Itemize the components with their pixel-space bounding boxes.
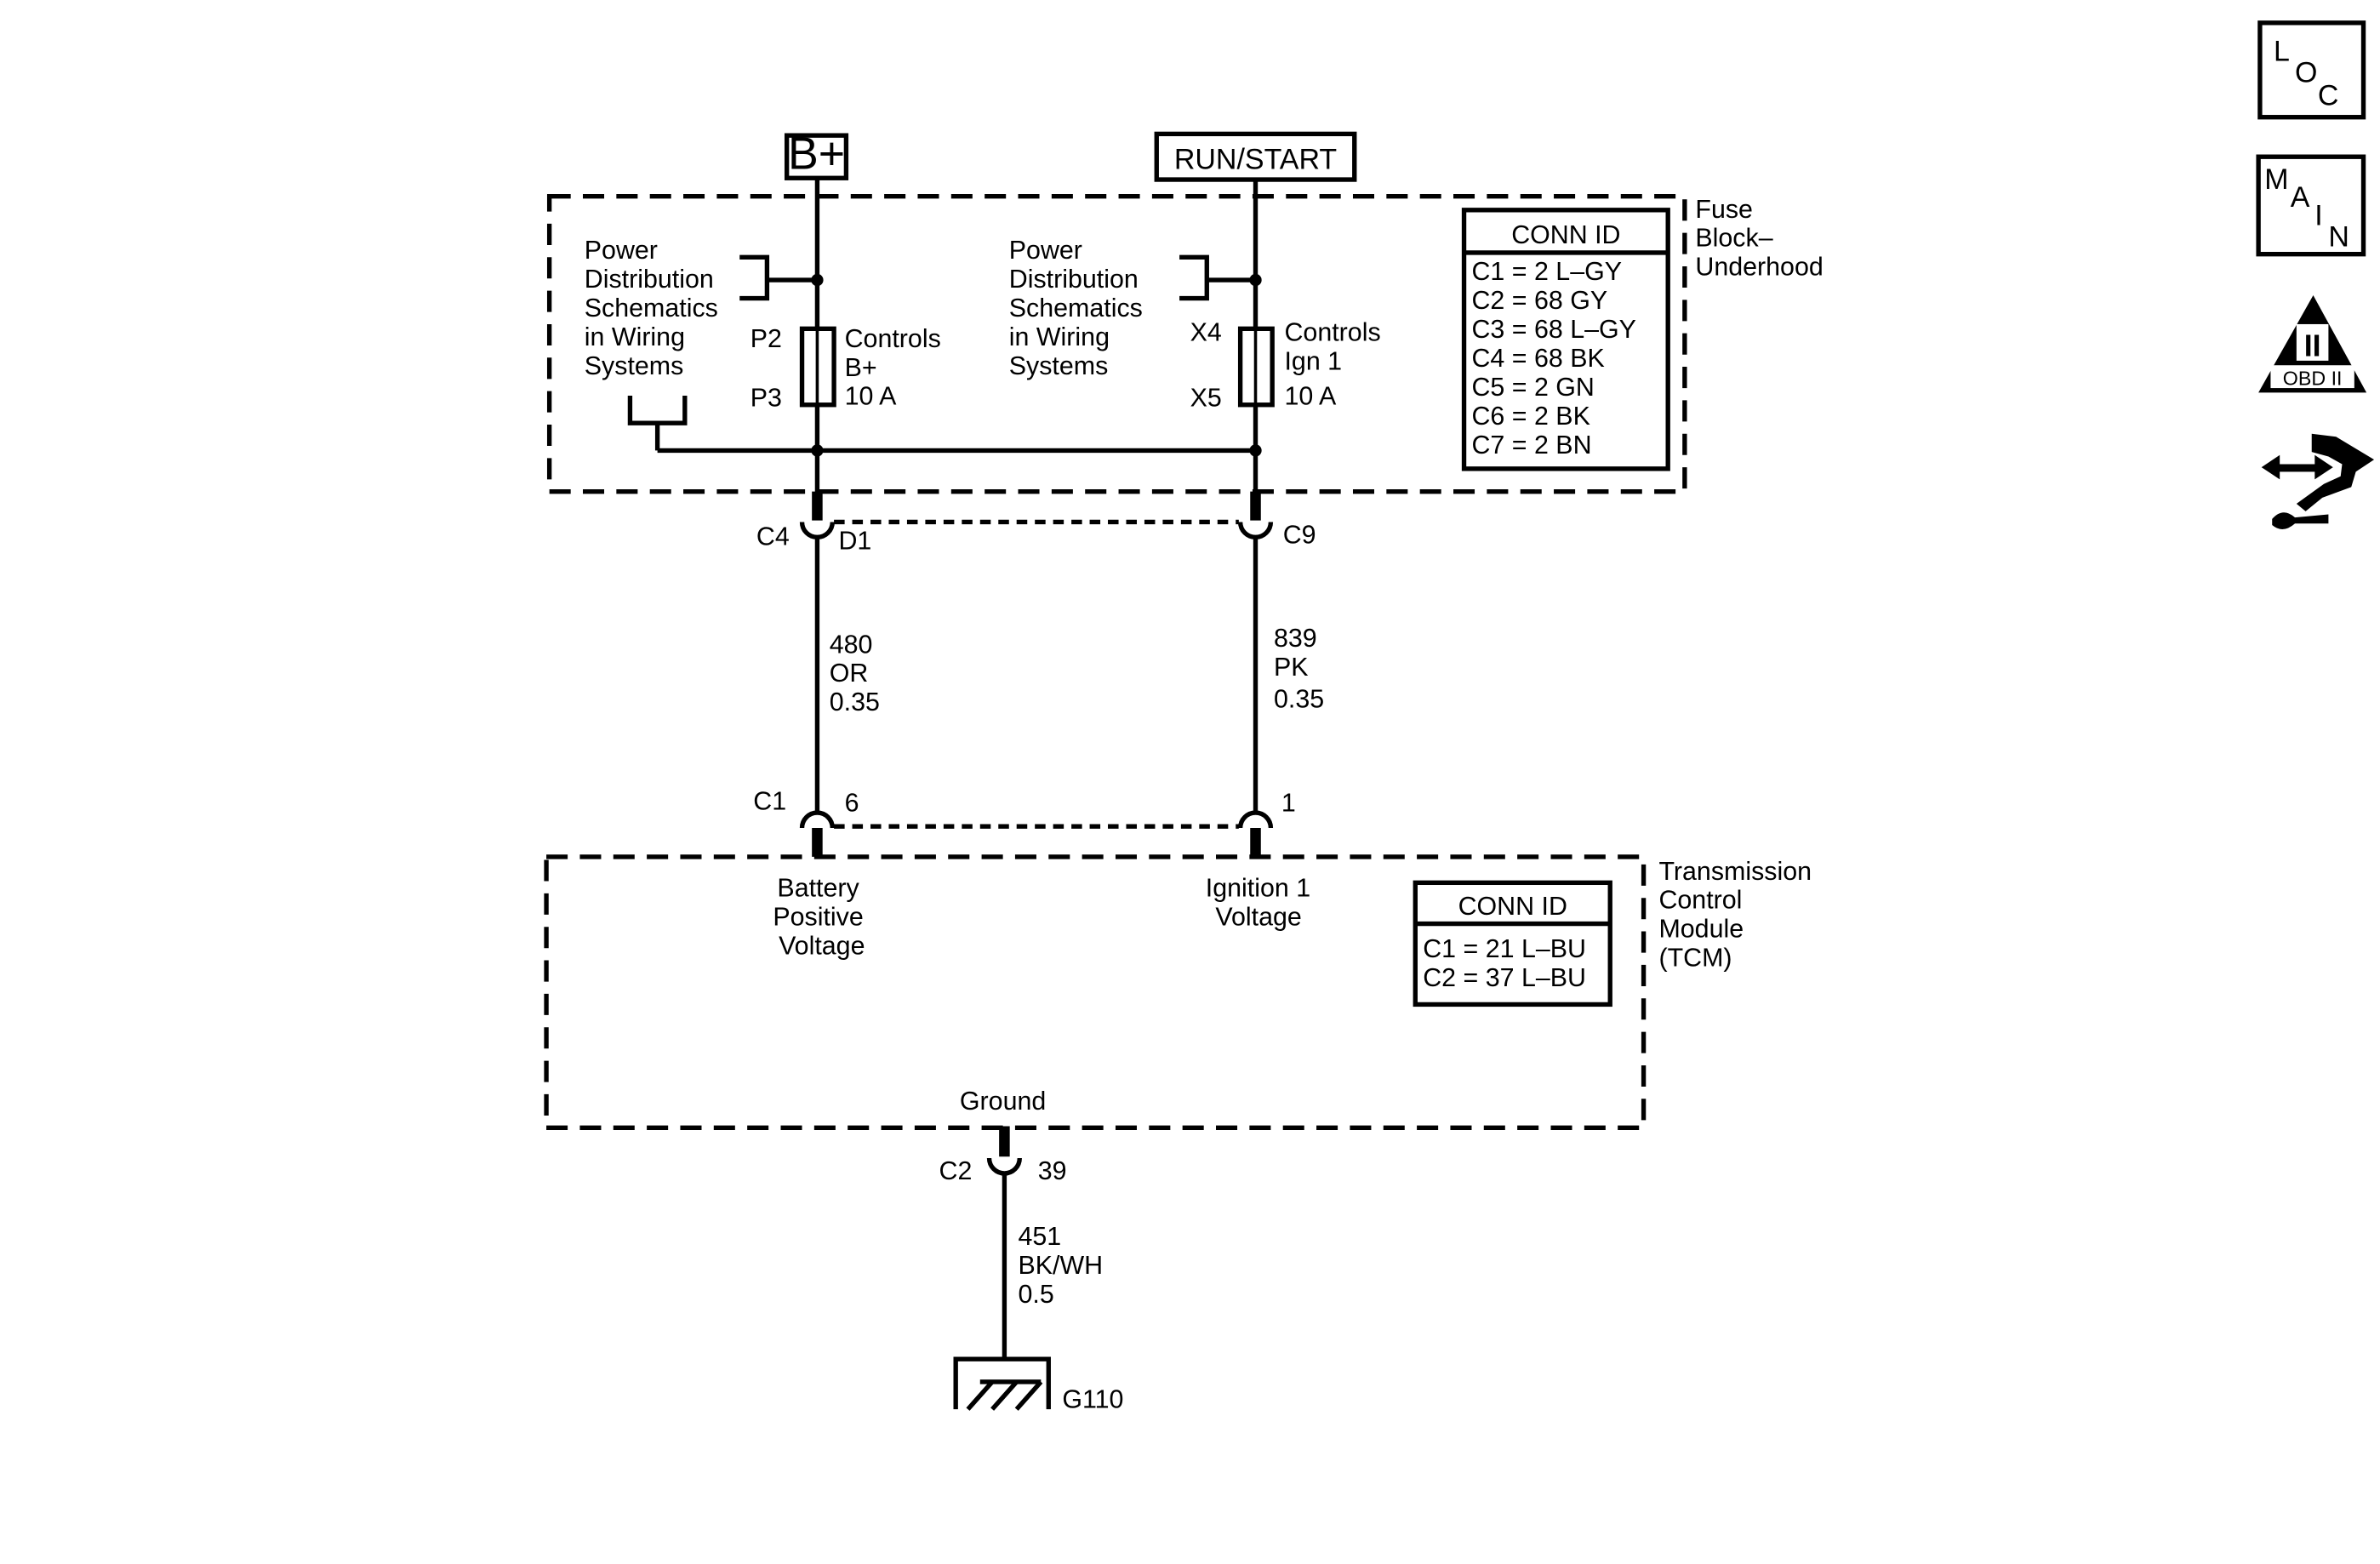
svg-text:C: C <box>2318 79 2339 111</box>
loc-button-icon[interactable]: L O C <box>2257 20 2366 120</box>
wire-right-label: 839 PK 0.35 <box>1274 624 1324 714</box>
left-ref-text: Power Distribution Schematics in Wiring … <box>585 236 726 380</box>
ground-symbol-icon <box>953 1356 1051 1411</box>
tcm-ground-label: Ground <box>960 1087 1046 1116</box>
fuse-b-pin-bottom: P3 <box>751 384 782 413</box>
bplus-label: B+ <box>788 128 845 180</box>
svg-text:A: A <box>2291 181 2310 214</box>
svg-text:C1 = 21 L–BU C2 = 37 L: C1 = 21 L–BU C2 = 37 L–BU <box>1423 934 1593 992</box>
splice-dots <box>811 273 1262 457</box>
svg-text:I: I <box>2314 200 2322 232</box>
battery-voltage-label: Battery Positive Voltage <box>773 873 870 960</box>
run-start-label: RUN/START <box>1174 144 1337 176</box>
wire-ground-label: 451 BK/WH 0.5 <box>1019 1222 1110 1309</box>
ground-point-label: G110 <box>1062 1384 1123 1413</box>
svg-text:OBD II: OBD II <box>2283 367 2343 389</box>
fuse-conn-right: C9 <box>1283 520 1316 549</box>
ground-pin: 39 <box>1038 1156 1067 1185</box>
ground-connector <box>986 1126 1022 1360</box>
main-button-icon[interactable]: M A I N <box>2256 154 2366 257</box>
fuse-block-connectors <box>799 491 1274 812</box>
tcm-pin-left: 6 <box>845 788 859 817</box>
ground-conn-c2: C2 <box>939 1156 973 1185</box>
left-ref-bracket <box>627 254 818 451</box>
fuse-block-conn-id-table: CONN ID C1 = 2 L–GY C2 = 68 GY C3 = 68 L… <box>1461 208 1670 471</box>
svg-text:L: L <box>2274 36 2290 68</box>
right-ref-bracket <box>1179 254 1256 301</box>
tcm-conn-id-table: CONN ID C1 = 21 L–BU C2 = 37 L–BU <box>1413 880 1612 1007</box>
svg-text:M: M <box>2264 163 2288 196</box>
fuse-ign-pin-bottom: X5 <box>1190 384 1222 413</box>
svg-text:CONN ID: CONN ID <box>1458 892 1567 921</box>
fuse-block-title: Fuse Block– Underhood <box>1695 195 1823 282</box>
fuse-ign-label: Controls Ign 1 10 A <box>1284 318 1388 411</box>
fuse-ign-pin-top: X4 <box>1190 318 1222 347</box>
tcm-conn-c1: C1 <box>753 786 786 815</box>
svg-text:C1 = 2 L–GY C2 = 68 GY: C1 = 2 L–GY C2 = 68 GY C3 = 68 L–GY C4 =… <box>1471 257 1643 459</box>
svg-text:II: II <box>2304 329 2321 363</box>
wire-left-label: 480 OR 0.35 <box>830 630 880 716</box>
obd-ii-icon[interactable]: II OBD II <box>2258 294 2367 393</box>
service-procedure-icon[interactable] <box>2261 433 2375 529</box>
fuse-conn-left: C4 <box>756 522 790 551</box>
fuse-b-pin-top: P2 <box>751 324 782 353</box>
svg-text:N: N <box>2328 221 2349 254</box>
fuse-b-label: Controls B+ 10 A <box>845 324 949 411</box>
tcm-title: Transmission Control Module (TCM) <box>1658 857 1818 973</box>
tcm-connectors <box>799 810 1274 857</box>
fuse-block-boundary <box>546 194 1687 494</box>
bplus-source: B+ <box>784 128 849 180</box>
run-start-source: RUN/START <box>1154 131 1357 182</box>
tcm-pin-right: 1 <box>1281 788 1296 817</box>
svg-text:CONN ID: CONN ID <box>1511 220 1620 249</box>
svg-text:O: O <box>2295 57 2317 89</box>
fuse-pin-left: D1 <box>838 527 871 556</box>
tcm-boundary <box>544 854 1647 1130</box>
ignition-voltage-label: Ignition 1 Voltage <box>1206 873 1318 931</box>
right-ref-text: Power Distribution Schematics in Wiring … <box>1009 236 1150 380</box>
